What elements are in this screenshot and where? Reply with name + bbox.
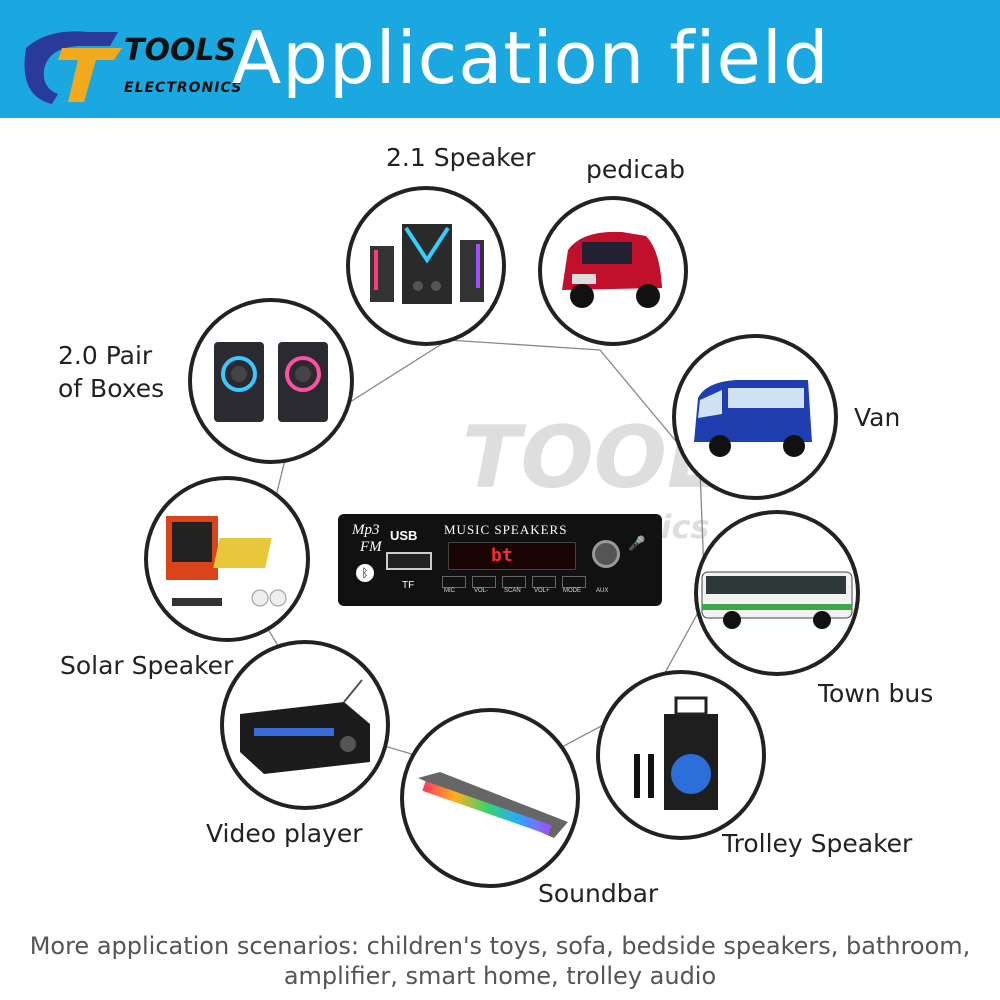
footer-line-2: amplifier, smart home, trolley audio: [283, 962, 717, 990]
usb-port: [386, 552, 432, 570]
module-brand: MUSIC SPEAKERS: [444, 522, 568, 537]
button-scan[interactable]: [502, 576, 526, 588]
button-mic[interactable]: [442, 576, 466, 588]
circle-van: [672, 334, 838, 500]
header-banner: TOOLS ELECTRONICS Application field: [0, 0, 1000, 118]
circle-solar-speaker: [144, 476, 310, 642]
button-mode[interactable]: [562, 576, 586, 588]
circle-pedicab: [538, 196, 688, 346]
microphone-icon: 🎤: [628, 536, 646, 552]
tf-label: TF: [402, 580, 415, 591]
button-label-scan: SCAN: [504, 588, 521, 594]
module-buttons: MIC VOL- SCAN VOL+ MODE: [442, 576, 592, 600]
button-label-mode: MODE: [563, 588, 581, 594]
display-text: bt: [491, 545, 513, 566]
label-speaker-pair: 2.0 Pair of Boxes: [58, 341, 165, 403]
brand-subtitle: ELECTRONICS: [124, 80, 243, 96]
circle-speaker-pair: [188, 298, 354, 464]
footer-line-1: More application scenarios: children's t…: [29, 932, 971, 960]
label-pedicab: pedicab: [586, 155, 685, 184]
button-label-mic: MIC: [444, 588, 455, 594]
circle-trolley-speaker: [596, 670, 766, 840]
page-title: Application field: [232, 16, 830, 100]
circle-video-player: [220, 640, 390, 810]
label-video-player: Video player: [206, 819, 363, 848]
label-2-1-speaker: 2.1 Speaker: [386, 143, 536, 172]
button-vol-up[interactable]: [532, 576, 556, 588]
aux-jack[interactable]: [592, 540, 620, 568]
van-icon: [694, 380, 812, 457]
trolley-speaker-icon: [634, 696, 718, 810]
label-solar-speaker: Solar Speaker: [60, 651, 234, 680]
speaker-2-1-icon: [370, 224, 484, 304]
mp3-decoder-module: Mp3 FM ᛒ USB TF MUSIC SPEAKERS bt MIC VO…: [338, 514, 662, 606]
bus-icon: [701, 571, 853, 629]
button-label-vol-up: VOL+: [534, 588, 550, 594]
aux-label: AUX: [596, 588, 609, 594]
brand-logo-icon: [24, 31, 122, 104]
speaker-pair-icon: [214, 342, 328, 422]
circle-soundbar: [400, 708, 580, 888]
button-label-vol-down: VOL-: [474, 588, 489, 594]
module-logo: Mp3 FM: [352, 522, 382, 555]
label-van: Van: [854, 403, 901, 432]
amplifier-icon: [240, 679, 370, 774]
button-vol-down[interactable]: [472, 576, 496, 588]
label-trolley-speaker: Trolley Speaker: [722, 829, 913, 858]
usb-label: USB: [390, 528, 418, 543]
circle-2-1-speaker: [346, 186, 506, 346]
pedicab-icon: [562, 231, 662, 308]
circle-town-bus: [694, 510, 860, 676]
soundbar-icon: [418, 772, 568, 838]
brand-name: TOOLS: [124, 33, 237, 68]
led-display: bt: [448, 542, 576, 570]
bluetooth-icon: ᛒ: [356, 564, 374, 582]
label-town-bus: Town bus: [818, 679, 934, 708]
label-soundbar: Soundbar: [538, 879, 659, 908]
solar-speaker-icon: [166, 516, 287, 607]
